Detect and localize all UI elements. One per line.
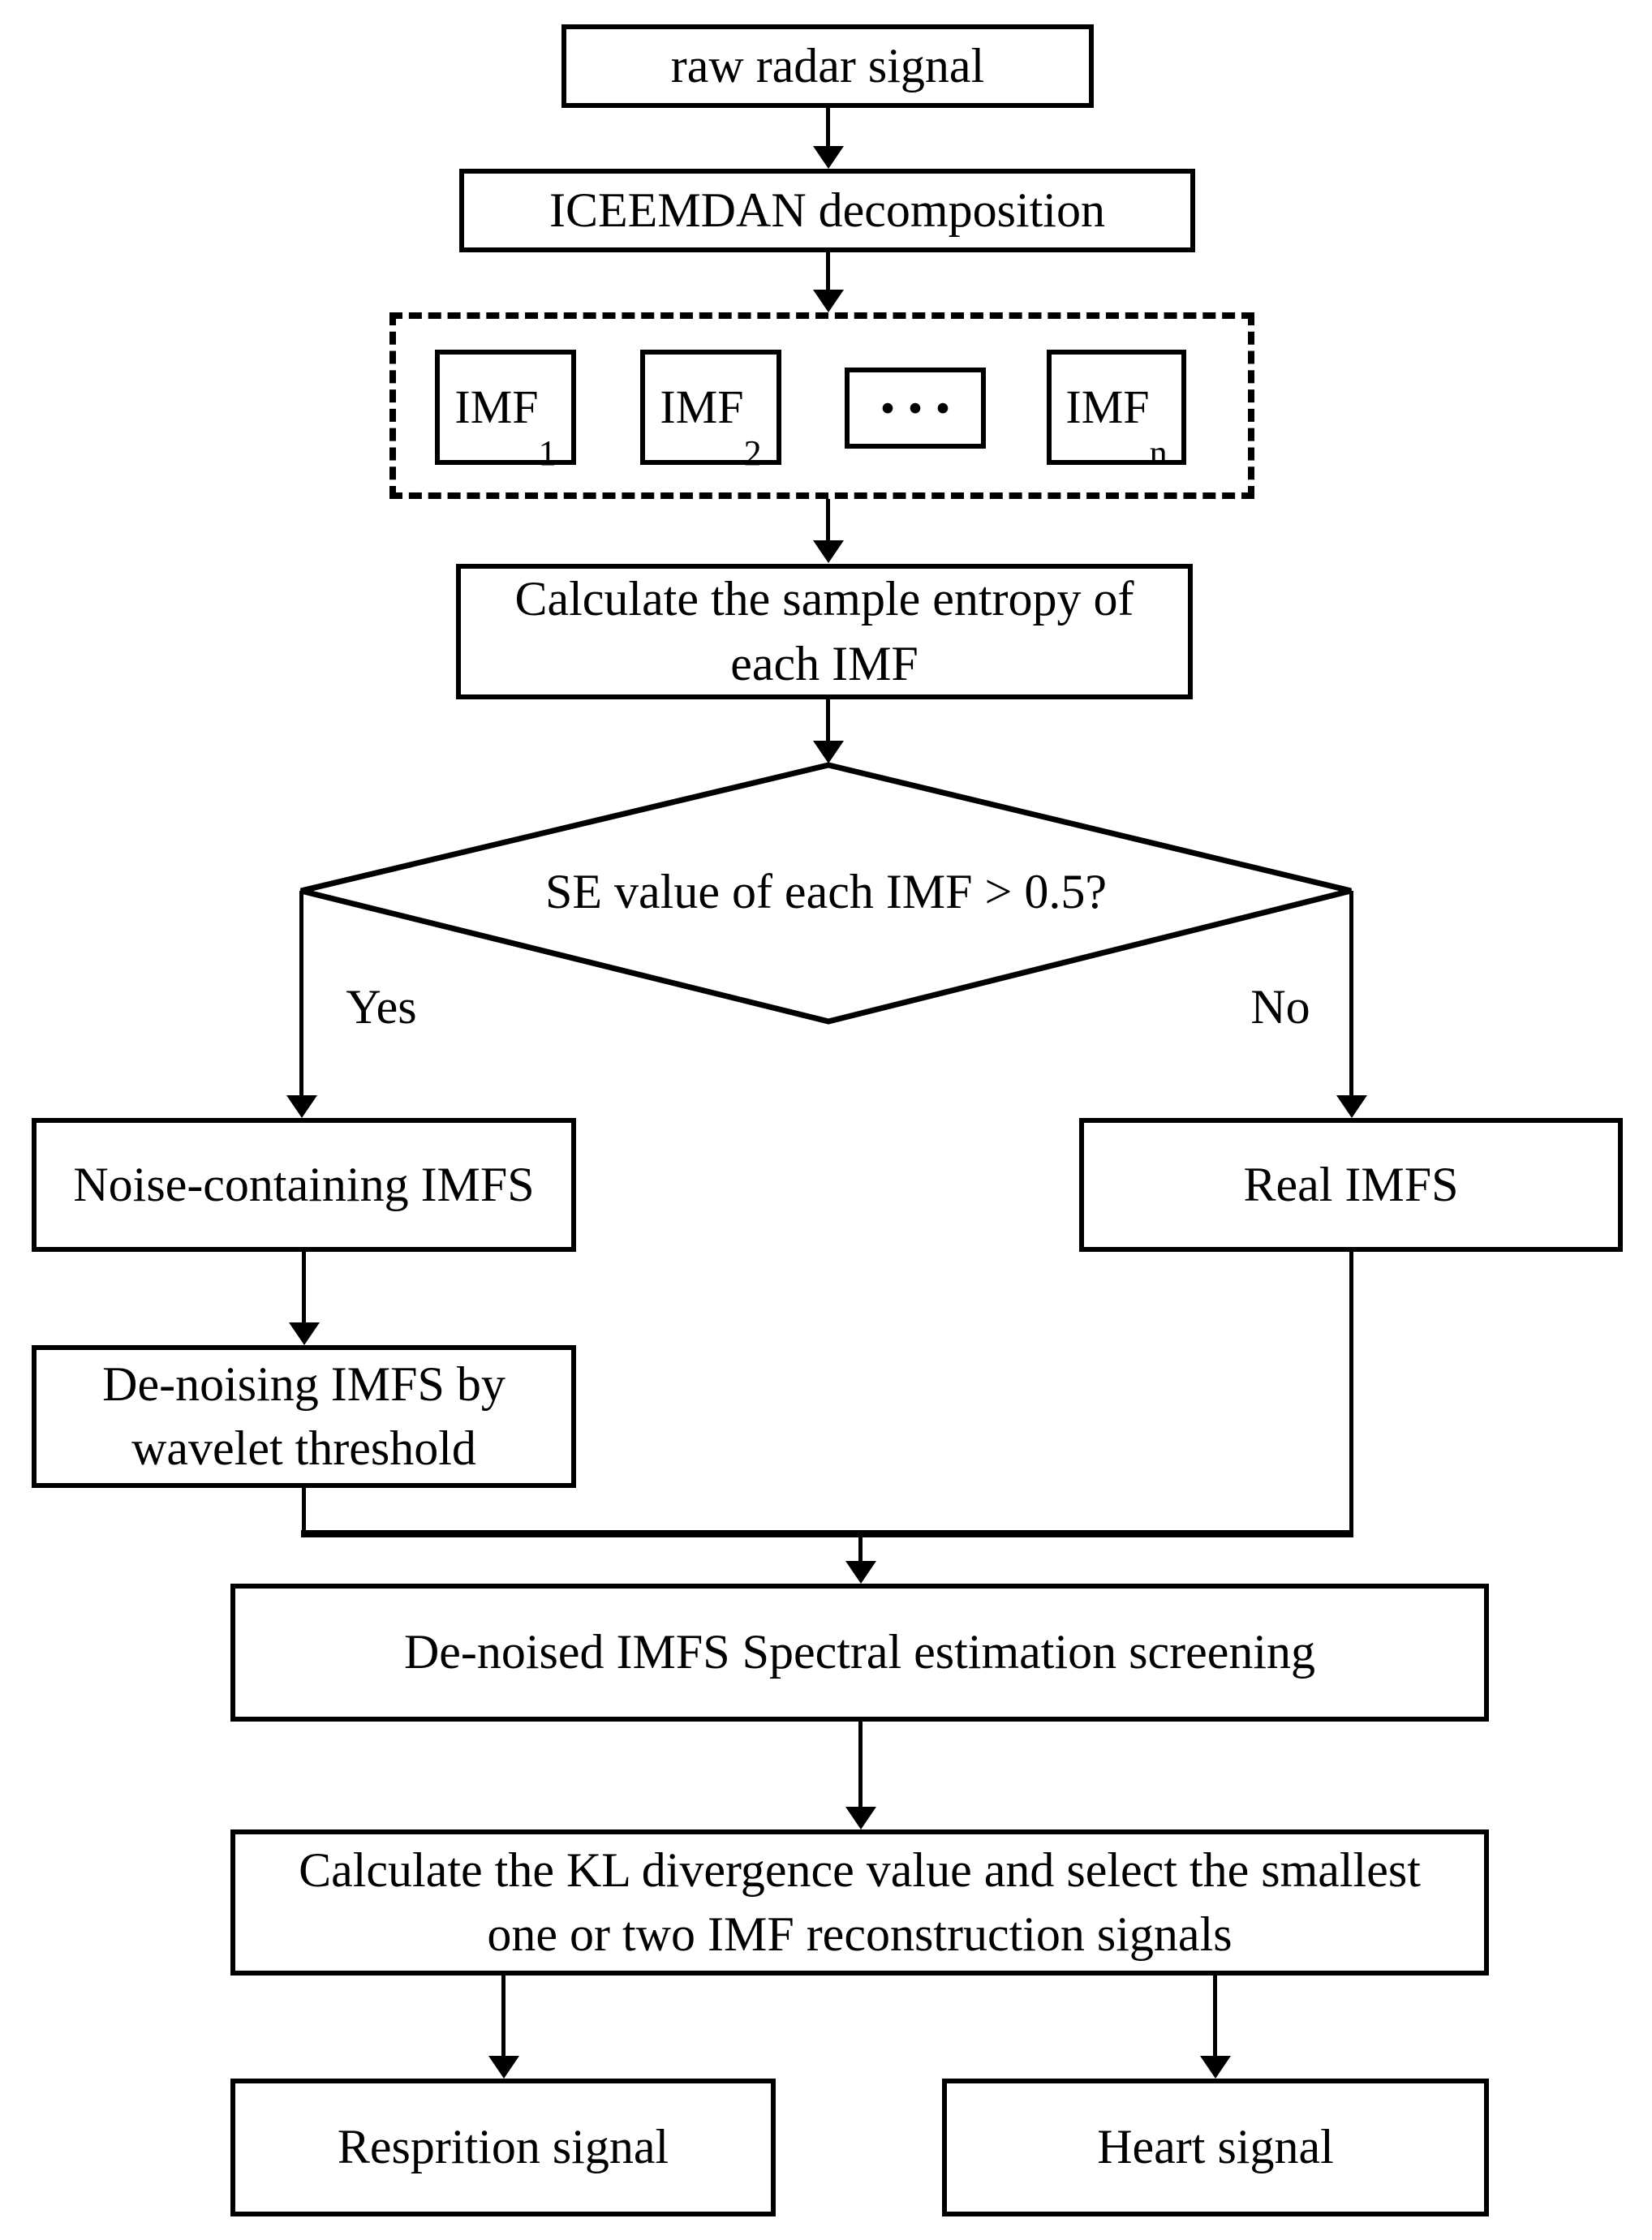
arrow-raw-to-decomposition-head [813, 146, 844, 169]
node-iceemdan-decomposition-label: ICEEMDAN decomposition [549, 183, 1105, 237]
arrow-kl-to-heart-line [1213, 1976, 1217, 2057]
node-denoising-wavelet-line2: wavelet threshold [131, 1421, 476, 1475]
arrow-imfgroup-to-entropy-line [826, 499, 830, 541]
node-respiration-signal: Resprition signal [230, 2079, 776, 2216]
node-imfn-subscript: n [1149, 433, 1168, 473]
connector-denoising-to-merge-line [302, 1488, 306, 1533]
node-spectral-screening-label: De-noised IMFS Spectral estimation scree… [403, 1625, 1316, 1679]
node-iceemdan-decomposition: ICEEMDAN decomposition [459, 169, 1195, 252]
node-noise-containing-imfs: Noise-containing IMFS [32, 1118, 576, 1252]
merge-line [301, 1530, 1353, 1537]
node-imf2-label: IMF [660, 380, 744, 433]
arrow-noise-to-denoising-line [302, 1252, 306, 1324]
arrow-yes-branch-line [299, 891, 303, 1097]
node-noise-containing-imfs-label: Noise-containing IMFS [73, 1157, 535, 1211]
node-real-imfs-label: Real IMFS [1243, 1157, 1459, 1211]
node-imfn: IMF n [1047, 350, 1186, 471]
node-kl-divergence: Calculate the KL divergence value and se… [230, 1829, 1489, 1976]
node-raw-radar-signal-label: raw radar signal [670, 38, 985, 92]
node-imf2-subscript: 2 [743, 433, 762, 473]
arrow-merge-to-spectral-line [858, 1537, 863, 1563]
node-imf-ellipsis: ··· [845, 368, 986, 449]
node-sample-entropy: Calculate the sample entropy of each IMF [456, 564, 1193, 699]
decision-yes-label: Yes [346, 980, 417, 1034]
arrow-yes-branch-head [286, 1095, 317, 1118]
decision-diamond-shape [300, 762, 1352, 1025]
node-kl-divergence-line2: one or two IMF reconstruction signals [487, 1907, 1233, 1961]
arrow-kl-to-heart-head [1200, 2056, 1231, 2079]
arrow-merge-to-spectral-head [845, 1561, 876, 1584]
node-raw-radar-signal: raw radar signal [561, 24, 1094, 108]
node-real-imfs: Real IMFS [1079, 1118, 1623, 1252]
node-denoising-wavelet-line1: De-noising IMFS by [102, 1356, 505, 1411]
arrow-decomposition-to-imfgroup-head [813, 290, 844, 312]
arrow-raw-to-decomposition-line [826, 108, 830, 148]
node-heart-signal: Heart signal [942, 2079, 1489, 2216]
connector-real-imfs-to-merge-line [1349, 1252, 1353, 1533]
node-imf1-label: IMF [454, 380, 539, 433]
node-heart-signal-label: Heart signal [1097, 2120, 1334, 2174]
node-imf2: IMF 2 [640, 350, 781, 471]
arrow-entropy-to-decision-line [826, 699, 830, 742]
node-spectral-screening: De-noised IMFS Spectral estimation scree… [230, 1584, 1489, 1722]
node-imf1: IMF 1 [435, 350, 576, 471]
node-imfn-label: IMF [1065, 380, 1150, 433]
arrow-spectral-to-kl-line [858, 1722, 863, 1808]
decision-label: SE value of each IMF > 0.5? [545, 865, 1107, 918]
node-sample-entropy-line2: each IMF [730, 636, 918, 690]
arrow-no-branch-head [1336, 1095, 1367, 1118]
arrow-entropy-to-decision-head [813, 741, 844, 763]
arrow-decomposition-to-imfgroup-line [826, 252, 830, 291]
arrow-no-branch-line [1349, 891, 1353, 1097]
decision-no-label: No [1250, 980, 1310, 1034]
arrow-spectral-to-kl-head [845, 1807, 876, 1829]
arrow-noise-to-denoising-head [289, 1322, 320, 1345]
node-denoising-wavelet: De-noising IMFS by wavelet threshold [32, 1345, 576, 1488]
node-kl-divergence-line1: Calculate the KL divergence value and se… [299, 1842, 1421, 1897]
node-imf-ellipsis-label: ··· [876, 372, 961, 443]
arrow-kl-to-respiration-head [488, 2056, 519, 2079]
node-respiration-signal-label: Resprition signal [337, 2120, 669, 2174]
arrow-kl-to-respiration-line [501, 1976, 505, 2057]
arrow-imfgroup-to-entropy-head [813, 540, 844, 563]
node-sample-entropy-line1: Calculate the sample entropy of [514, 572, 1134, 626]
node-imf1-subscript: 1 [538, 433, 557, 473]
